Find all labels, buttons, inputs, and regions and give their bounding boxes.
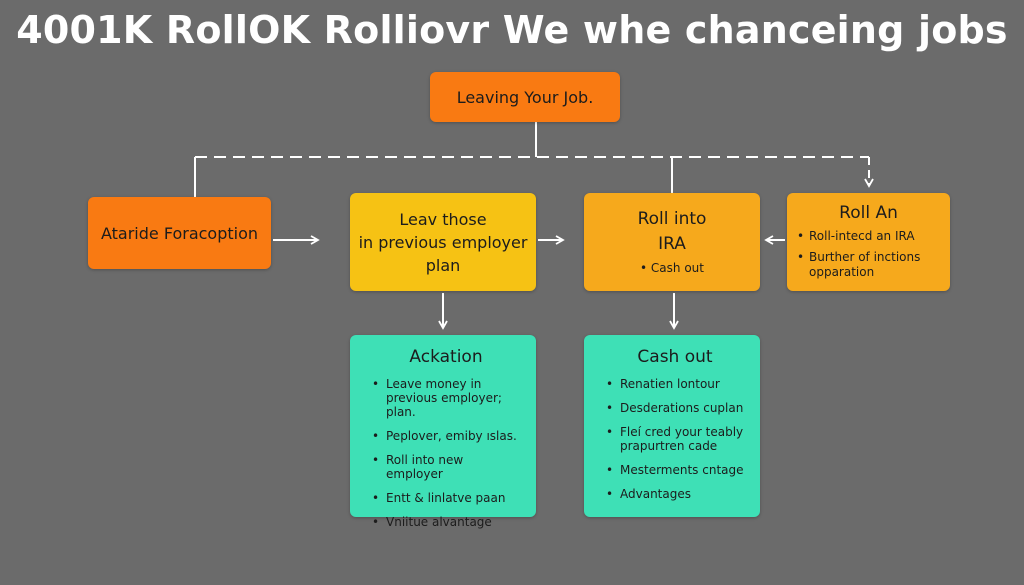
node-roll-ira-bullet: • Cash out	[640, 261, 704, 275]
list-item: Leave money in previous employer; plan.	[372, 377, 520, 419]
list-item: Mesterments cntage	[606, 463, 744, 477]
list-item: Advantages	[606, 487, 744, 501]
list-item: Burther of inctions opparation	[795, 250, 942, 280]
node-roll-ira-line-2: IRA	[658, 234, 686, 254]
node-leave-line-3: plan	[425, 255, 461, 275]
node-roll-into-ira: Roll into IRA • Cash out	[584, 193, 760, 291]
node-leaving-your-job-label: Leaving Your Job.	[456, 87, 594, 107]
node-ackation: Ackation Leave money in previous employe…	[350, 335, 536, 529]
node-cash-out-list: Renatien lontour Desderations cuplan Fle…	[606, 377, 744, 501]
list-item: Roll-intecd an IRA	[795, 229, 942, 244]
node-roll-ira-line-1: Roll into	[637, 209, 707, 229]
node-leave-line-1: Leav those	[399, 209, 487, 229]
list-item: Peplover, emiby ıslas.	[372, 429, 520, 443]
list-item: Entt & linlatve paan	[372, 491, 520, 505]
node-alternative-option-label: Ataride Foracoption	[100, 223, 259, 243]
list-item: Renatien lontour	[606, 377, 744, 391]
node-leaving-your-job: Leaving Your Job.	[430, 72, 620, 122]
node-cash-out-label: Cash out	[637, 347, 713, 367]
node-roll-an-list: Roll-intecd an IRA Burther of inctions o…	[795, 229, 942, 280]
node-ackation-label: Ackation	[409, 347, 483, 367]
diagram-title: 4001K RollOK Rolliovr We whe chanceing j…	[16, 8, 1008, 52]
list-item: Desderations cuplan	[606, 401, 744, 415]
node-roll-an: Roll An Roll-intecd an IRA Burther of in…	[787, 193, 950, 291]
node-ackation-list: Leave money in previous employer; plan. …	[372, 377, 520, 529]
list-item: Vniitue alvantage	[372, 515, 520, 529]
list-item: Fleí cred your teably prapurtren cade	[606, 425, 744, 453]
node-alternative-option: Ataride Foracoption	[88, 197, 271, 269]
list-item: Roll into new employer	[372, 453, 520, 481]
node-leave-line-2: in previous employer	[358, 232, 528, 252]
node-leave-in-previous-plan: Leav those in previous employer plan	[350, 193, 536, 291]
node-cash-out: Cash out Renatien lontour Desderations c…	[584, 335, 760, 517]
node-roll-an-label: Roll An	[839, 203, 898, 223]
node-roll-ira-bullet-text: Cash out	[650, 261, 704, 275]
